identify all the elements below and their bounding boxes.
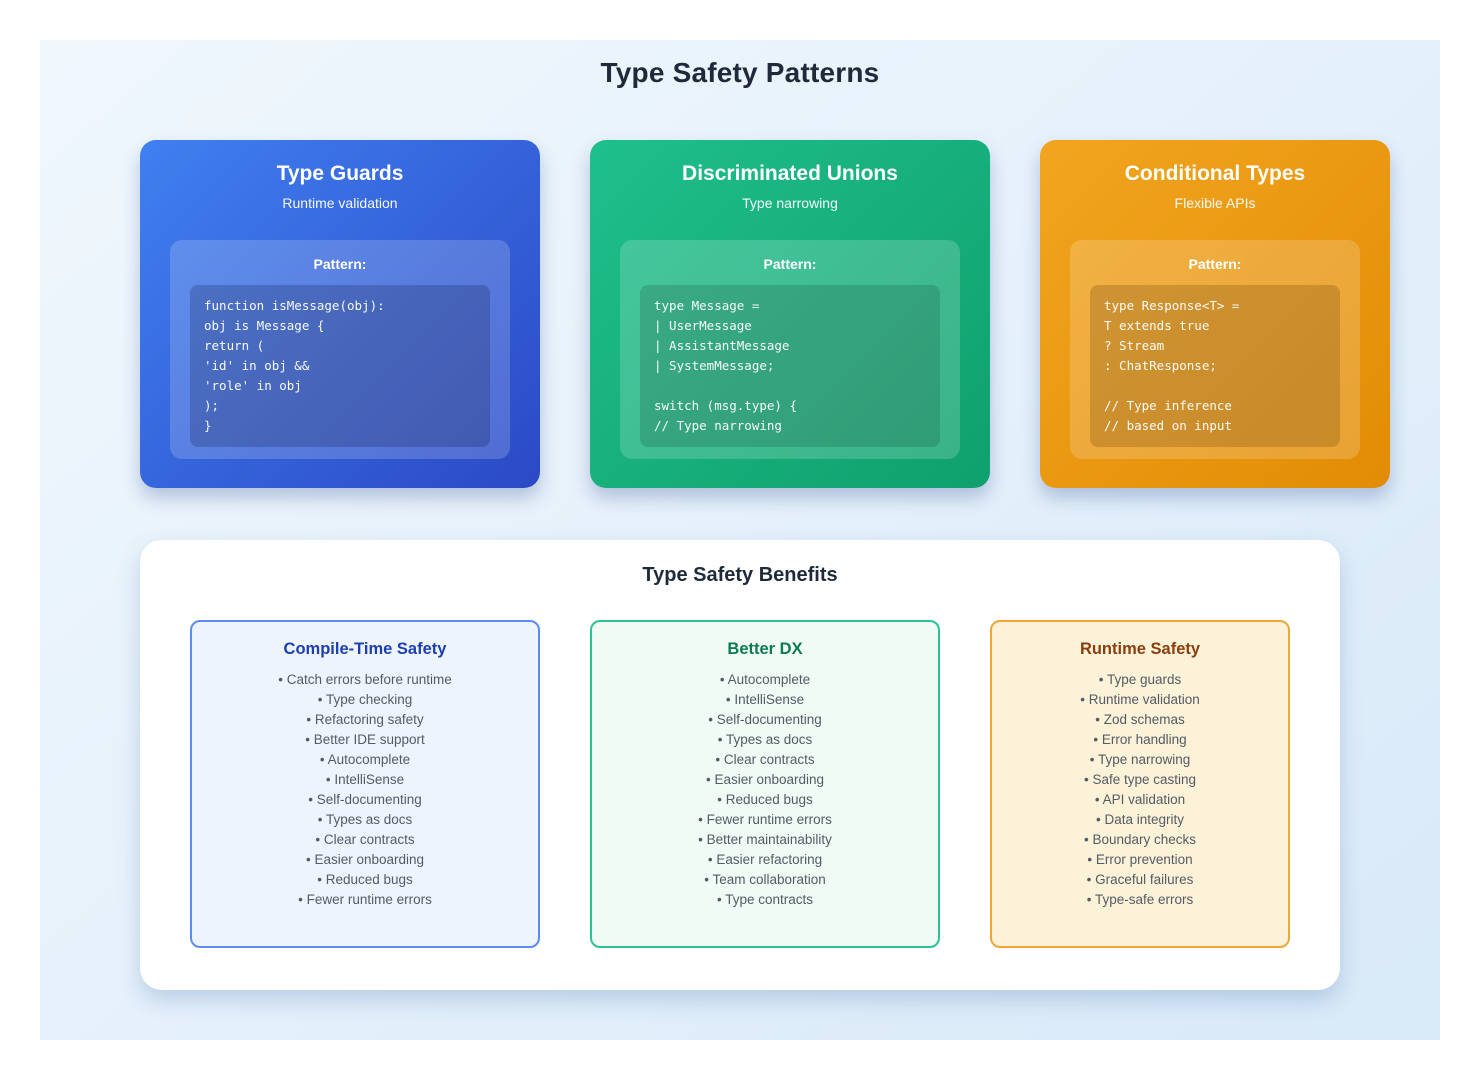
list-item: Types as docs	[592, 730, 938, 750]
list-item: Type checking	[192, 690, 538, 710]
list-item: Zod schemas	[992, 710, 1288, 730]
list-item: Type-safe errors	[992, 890, 1288, 910]
pattern-panel: Pattern: function isMessage(obj): obj is …	[170, 240, 510, 459]
code-line: // based on input	[1104, 418, 1232, 433]
code-line: 'id' in obj &&	[204, 358, 310, 373]
diagram-panel: Type Safety Patterns Type Guards Runtime…	[40, 40, 1440, 1040]
code-line: function isMessage(obj):	[204, 298, 385, 313]
list-item: Easier refactoring	[592, 850, 938, 870]
code-line: 'role' in obj	[204, 378, 302, 393]
code-line: | UserMessage	[654, 318, 752, 333]
benefits-card: Type Safety Benefits Compile-Time Safety…	[140, 540, 1340, 990]
list-item: Fewer runtime errors	[192, 890, 538, 910]
code-line: switch (msg.type) {	[654, 398, 797, 413]
list-item: Clear contracts	[592, 750, 938, 770]
pattern-card-discriminated-unions: Discriminated Unions Type narrowing Patt…	[590, 140, 990, 488]
list-item: Type guards	[992, 670, 1288, 690]
list-item: Catch errors before runtime	[192, 670, 538, 690]
list-item: Reduced bugs	[192, 870, 538, 890]
list-item: Easier onboarding	[192, 850, 538, 870]
pattern-panel: Pattern: type Response<T> = T extends tru…	[1070, 240, 1360, 459]
pattern-label: Pattern:	[313, 256, 367, 272]
code-block: type Message = | UserMessage | AssistantMe…	[640, 285, 940, 447]
benefit-box-compile-time-safety: Compile-Time Safety Catch errors before …	[190, 620, 540, 948]
list-item: Self-documenting	[192, 790, 538, 810]
list-item: Data integrity	[992, 810, 1288, 830]
benefits-title: Type Safety Benefits	[642, 564, 838, 586]
code-line: | AssistantMessage	[654, 338, 790, 353]
card-subtitle: Flexible APIs	[1174, 195, 1256, 211]
list-item: Clear contracts	[192, 830, 538, 850]
card-subtitle: Type narrowing	[742, 195, 838, 211]
code-line: ? Stream	[1104, 338, 1165, 353]
list-item: Type contracts	[592, 890, 938, 910]
list-item: Boundary checks	[992, 830, 1288, 850]
code-line: : ChatResponse;	[1104, 358, 1217, 373]
benefit-list: Type guardsRuntime validationZod schemas…	[992, 670, 1288, 910]
benefit-box-runtime-safety: Runtime Safety Type guardsRuntime valida…	[990, 620, 1290, 948]
list-item: Better maintainability	[592, 830, 938, 850]
list-item: Type narrowing	[992, 750, 1288, 770]
code-line: obj is Message {	[204, 318, 325, 333]
pattern-cards-row: Type Guards Runtime validation Pattern: …	[140, 140, 1390, 488]
list-item: Safe type casting	[992, 770, 1288, 790]
code-line: }	[204, 418, 212, 433]
benefit-list: AutocompleteIntelliSenseSelf-documenting…	[592, 670, 938, 910]
code-line: // Type narrowing	[654, 418, 782, 433]
list-item: Error handling	[992, 730, 1288, 750]
benefit-list: Catch errors before runtimeType checking…	[192, 670, 538, 910]
code-line: return (	[204, 338, 265, 353]
list-item: Fewer runtime errors	[592, 810, 938, 830]
list-item: Autocomplete	[592, 670, 938, 690]
code-line	[1104, 376, 1326, 396]
code-line: type Message =	[654, 298, 760, 313]
code-line: // Type inference	[1104, 398, 1232, 413]
list-item: Graceful failures	[992, 870, 1288, 890]
list-item: Autocomplete	[192, 750, 538, 770]
card-title: Type Guards	[276, 162, 404, 185]
list-item: Reduced bugs	[592, 790, 938, 810]
list-item: API validation	[992, 790, 1288, 810]
page-title: Type Safety Patterns	[600, 57, 880, 88]
list-item: Easier onboarding	[592, 770, 938, 790]
code-line: | SystemMessage;	[654, 358, 775, 373]
benefit-box-better-dx: Better DX AutocompleteIntelliSenseSelf-d…	[590, 620, 940, 948]
list-item: Runtime validation	[992, 690, 1288, 710]
code-block: function isMessage(obj): obj is Message {…	[190, 285, 490, 447]
code-block: type Response<T> = T extends true ? Stream…	[1090, 285, 1340, 447]
benefit-box-title: Compile-Time Safety	[283, 640, 447, 658]
list-item: Refactoring safety	[192, 710, 538, 730]
code-line: type Response<T> =	[1104, 298, 1240, 313]
list-item: Better IDE support	[192, 730, 538, 750]
code-line: );	[204, 398, 220, 413]
list-item: IntelliSense	[592, 690, 938, 710]
code-line	[654, 376, 926, 396]
list-item: Self-documenting	[592, 710, 938, 730]
pattern-card-conditional-types: Conditional Types Flexible APIs Pattern:…	[1040, 140, 1390, 488]
pattern-label: Pattern:	[763, 256, 817, 272]
list-item: Types as docs	[192, 810, 538, 830]
pattern-panel: Pattern: type Message = | UserMessage | As…	[620, 240, 960, 459]
pattern-card-type-guards: Type Guards Runtime validation Pattern: …	[140, 140, 540, 488]
benefit-box-title: Better DX	[727, 640, 803, 658]
card-title: Conditional Types	[1124, 162, 1306, 185]
list-item: IntelliSense	[192, 770, 538, 790]
card-subtitle: Runtime validation	[282, 195, 398, 211]
code-line: T extends true	[1104, 318, 1210, 333]
pattern-label: Pattern:	[1188, 256, 1242, 272]
card-title: Discriminated Unions	[682, 162, 898, 185]
benefit-box-title: Runtime Safety	[1079, 640, 1201, 658]
benefit-boxes-row: Compile-Time Safety Catch errors before …	[190, 620, 1290, 948]
list-item: Team collaboration	[592, 870, 938, 890]
list-item: Error prevention	[992, 850, 1288, 870]
